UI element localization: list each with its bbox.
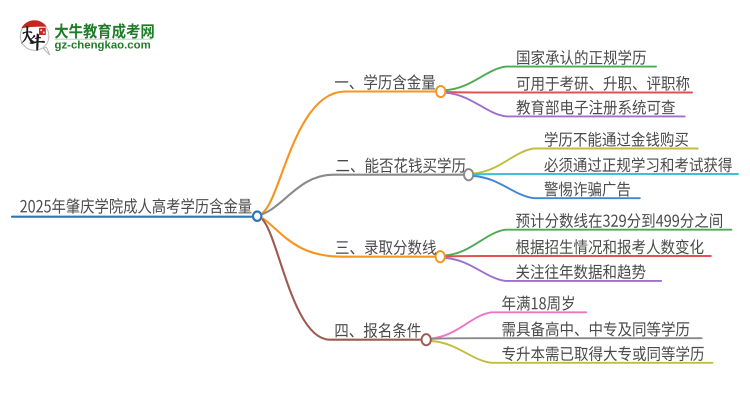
svg-text:gz-chengkao.com: gz-chengkao.com bbox=[55, 40, 151, 52]
